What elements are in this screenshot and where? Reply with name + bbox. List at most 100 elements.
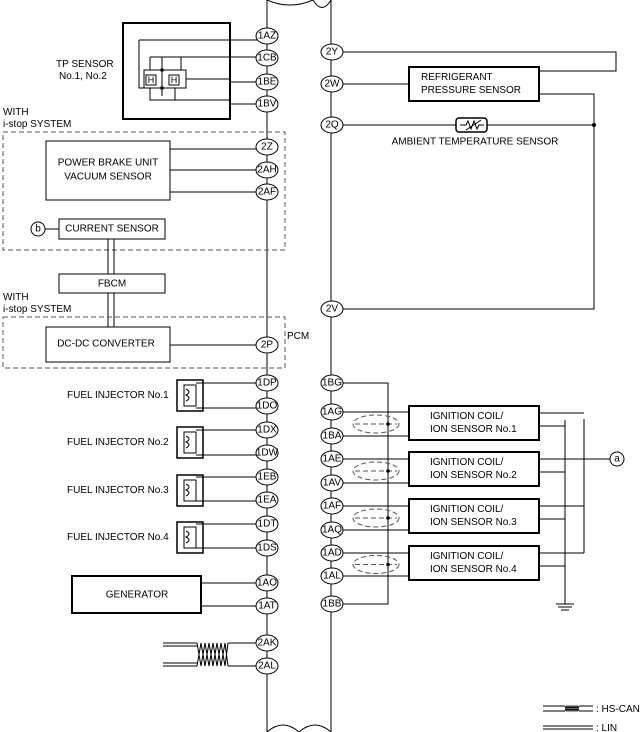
left-pin-label: 1CB	[257, 53, 277, 64]
power-brake-label: POWER BRAKE UNIT	[58, 158, 159, 169]
svg-text:FUEL INJECTOR No.3: FUEL INJECTOR No.3	[67, 485, 169, 496]
left-pin: 2Z	[255, 138, 279, 156]
hs-can-pair	[163, 642, 257, 667]
power-brake-label-2: VACUUM SENSOR	[64, 172, 152, 183]
right-pin: 1AE	[320, 450, 344, 468]
wire-2y	[343, 51, 617, 72]
tp-sensor-internal: H H	[138, 40, 187, 101]
right-pin-label: 1BG	[322, 378, 342, 389]
svg-text:FUEL INJECTOR No.1: FUEL INJECTOR No.1	[67, 390, 169, 401]
left-pin-label: 1DP	[257, 378, 277, 389]
generator-label: GENERATOR	[106, 590, 168, 601]
generator-wires	[201, 582, 257, 607]
legend: : HS-CAN : LIN	[543, 704, 640, 732]
left-pin-label: 1EA	[258, 495, 277, 506]
right-pin-label: 1BB	[323, 599, 342, 610]
left-pin-label: 1DS	[257, 543, 277, 554]
svg-text:H: H	[171, 75, 178, 85]
dcdc-label: DC-DC CONVERTER	[57, 339, 155, 350]
right-pin-label: 2V	[326, 304, 339, 315]
left-pin-label: 2AK	[258, 638, 277, 649]
left-pin: 1BE	[255, 73, 279, 91]
coil-label: ION SENSOR No.4	[430, 564, 517, 575]
right-pin: 1BA	[320, 427, 344, 445]
left-pin-label: 1BE	[258, 77, 277, 88]
left-pin: 1DW	[255, 444, 279, 462]
right-pin-label: 1AQ	[322, 525, 342, 536]
left-pin-label: 1EB	[258, 472, 277, 483]
istop-region-2	[2, 316, 286, 369]
svg-text:: HS-CAN: : HS-CAN	[596, 704, 640, 715]
svg-text:H: H	[148, 75, 155, 85]
fbcm-label: FBCM	[98, 279, 126, 290]
left-pin-label: 2AF	[258, 187, 276, 198]
coil-label: ION SENSOR No.2	[430, 470, 517, 481]
refrigerant-label-2: PRESSURE SENSOR	[421, 85, 521, 96]
tp-wires	[139, 39, 257, 105]
right-pin-label: 2W	[325, 79, 341, 90]
ignition-coil-1: IGNITION COIL/ION SENSOR No.1	[343, 405, 584, 441]
svg-text:FUEL INJECTOR No.4: FUEL INJECTOR No.4	[67, 532, 169, 543]
left-pin: 1AZ	[255, 27, 279, 45]
right-pin: 1BG	[320, 374, 344, 392]
right-pin: 2Q	[320, 116, 344, 134]
left-pin: 1DS	[255, 539, 279, 557]
right-pin: 1BB	[320, 595, 344, 613]
ambient-sensor: AMBIENT TEMPERATURE SENSOR	[343, 117, 594, 148]
right-pin: 1AQ	[320, 521, 344, 539]
left-pin: 1BV	[255, 95, 279, 113]
right-pin: 2W	[320, 75, 344, 93]
right-pin: 1AG	[320, 403, 344, 421]
left-pin-column: 1AZ 1CB 1BE 1BV 2Z 2AH 2AF 2P 1DP 1DO 1DX 1DW 1EB 1EA…	[255, 27, 279, 675]
right-pin-label: 2Y	[326, 47, 339, 58]
svg-text:: LIN: : LIN	[596, 723, 617, 732]
left-pin-label: 2AL	[258, 661, 276, 672]
right-pin-label: 1AV	[323, 478, 341, 489]
ignition-coil-2: IGNITION COIL/ION SENSOR No.2	[343, 451, 584, 487]
left-pin-label: 1DT	[258, 519, 277, 530]
right-pin: 2V	[320, 300, 344, 318]
right-pin-label: 1AF	[323, 501, 341, 512]
right-pin: 1AD	[320, 544, 344, 562]
generator-box	[71, 575, 202, 614]
right-pin: 2Y	[320, 43, 344, 61]
coil-label: ION SENSOR No.3	[430, 517, 517, 528]
ignition-coil-3: IGNITION COIL/ION SENSOR No.3	[343, 498, 584, 534]
left-pin-label: 1BV	[258, 99, 277, 110]
ref-a-marker	[609, 451, 625, 467]
current-sensor-box	[58, 218, 166, 240]
istop-label-2a: WITH	[3, 292, 29, 303]
right-pin: 1AF	[320, 497, 344, 515]
tp-sensor-box	[122, 22, 231, 120]
fbcm-box	[58, 273, 166, 294]
svg-text:AMBIENT TEMPERATURE SENSOR: AMBIENT TEMPERATURE SENSOR	[392, 137, 559, 148]
tp-sensor-label: TP SENSOR	[56, 59, 114, 70]
left-pin-label: 2AH	[257, 165, 276, 176]
dcdc-box	[45, 326, 171, 363]
left-pin: 2AH	[255, 161, 279, 179]
power-brake-wires	[170, 148, 257, 193]
left-pin-label: 1DW	[256, 448, 279, 459]
right-pin: 1AV	[320, 474, 344, 492]
tp-sensor-label-2: No.1, No.2	[59, 71, 107, 82]
left-pin-label: 1AO	[257, 578, 277, 589]
injector-3: FUEL INJECTOR No.3	[67, 474, 257, 507]
ignition-coil-4: IGNITION COIL/ION SENSOR No.4	[343, 545, 584, 581]
left-pin: 2P	[255, 336, 279, 354]
left-pin: 2AL	[255, 657, 279, 675]
right-pin-label: 1AE	[323, 454, 342, 465]
ref-a-label: a	[614, 454, 620, 465]
coil-label: IGNITION COIL/	[430, 504, 504, 515]
right-pin-label: 1AL	[323, 571, 341, 582]
injector-1: FUEL INJECTOR No.1	[67, 379, 257, 412]
left-pin: 2AF	[255, 183, 279, 201]
left-pin-label: 2Z	[261, 142, 273, 153]
istop-label-1a: WITH	[3, 107, 29, 118]
left-pin-label: 1DX	[257, 425, 277, 436]
left-pin-label: 1AZ	[258, 31, 276, 42]
lin-wires	[107, 239, 115, 327]
left-pin-label: 1DO	[257, 401, 278, 412]
left-pin: 1DX	[255, 421, 279, 439]
